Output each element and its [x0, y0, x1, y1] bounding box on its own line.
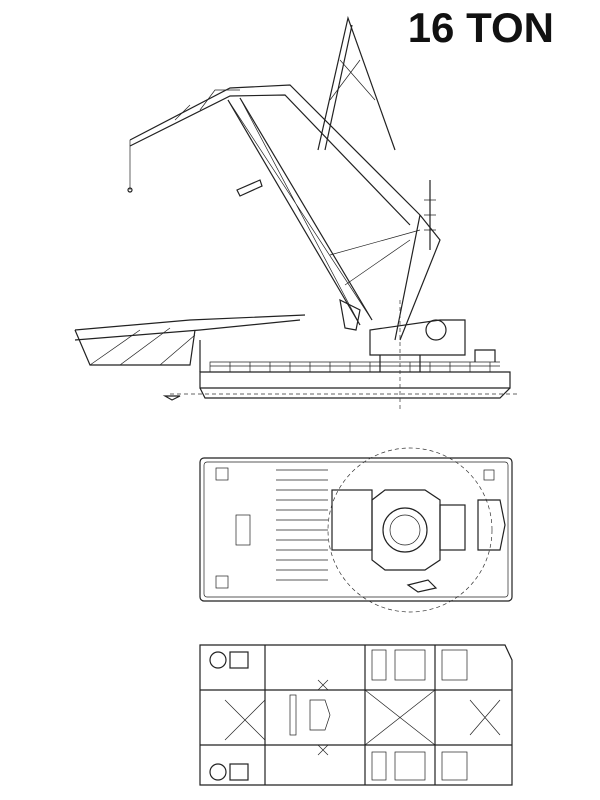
capacity-title: 16 TON — [407, 4, 554, 51]
hull-plan — [199, 644, 513, 786]
side-elevation — [74, 15, 520, 410]
deck-plan — [199, 447, 513, 613]
